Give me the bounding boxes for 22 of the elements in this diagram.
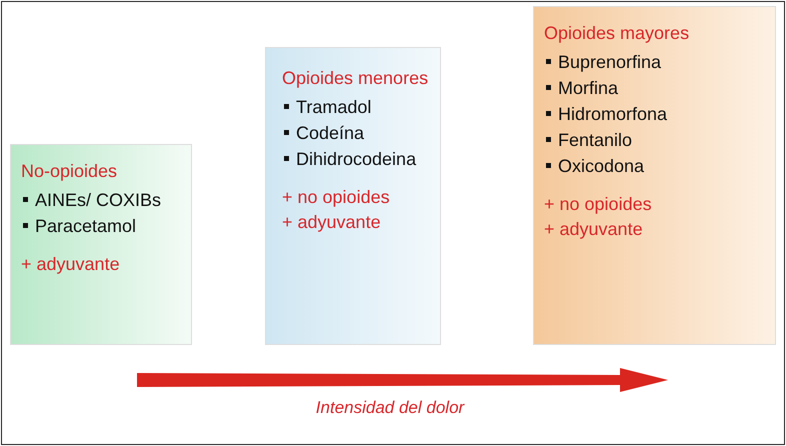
combination-note: + adyuvante xyxy=(21,253,121,275)
drug-list-item: AINEs/ COXIBs xyxy=(21,190,183,211)
drug-list-item: Hidromorfona xyxy=(544,104,767,125)
step-panel xyxy=(533,6,776,345)
step-heading: No-opioides xyxy=(21,161,118,182)
step-heading: Opioides mayores xyxy=(544,23,690,44)
combination-note: + adyuvante xyxy=(544,218,644,240)
axis-caption: Intensidad del dolor xyxy=(314,398,466,418)
drug-list-item: Fentanilo xyxy=(544,130,767,151)
step-panel xyxy=(10,144,192,345)
combination-note: + adyuvante xyxy=(282,211,382,233)
drug-list-item: Buprenorfina xyxy=(544,52,767,73)
drug-list-item: Tramadol xyxy=(282,97,432,118)
drug-list-item: Codeína xyxy=(282,123,432,144)
combination-note: + no opioides xyxy=(282,186,391,208)
drug-list-item: Morfina xyxy=(544,78,767,99)
drug-list-item: Oxicodona xyxy=(544,156,767,177)
drug-list-item: Dihidrocodeina xyxy=(282,149,432,170)
step-panel xyxy=(265,47,441,345)
step-heading: Opioides menores xyxy=(282,68,430,89)
drug-list-item: Paracetamol xyxy=(21,216,183,237)
combination-note: + no opioides xyxy=(544,193,653,215)
